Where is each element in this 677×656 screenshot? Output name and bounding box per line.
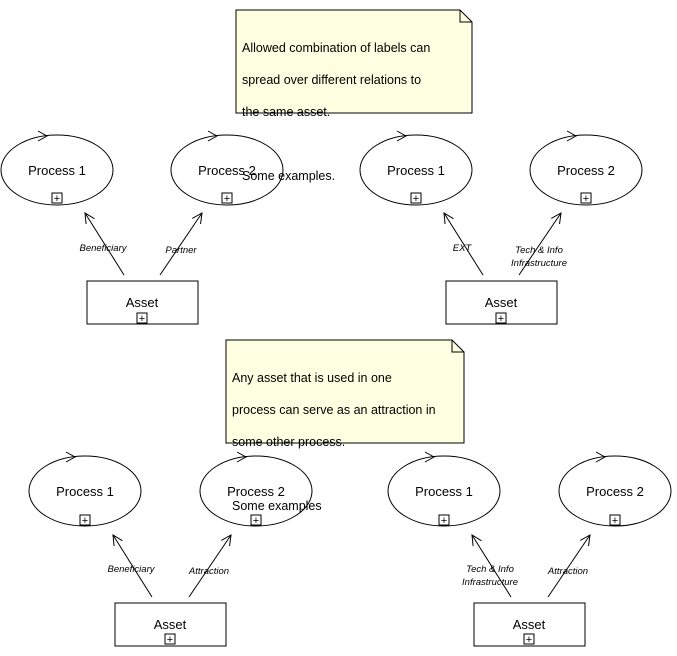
process-label: Process 2	[198, 163, 256, 178]
relation-label-line: Tech & Info	[515, 245, 563, 256]
expand-symbol: +	[612, 515, 618, 527]
relation-arrow[interactable]	[472, 535, 512, 598]
note-line: the same asset.	[242, 105, 331, 119]
note-1	[235, 9, 473, 114]
note-line: some other process.	[232, 435, 346, 449]
process-node[interactable]: Process 2 +	[529, 130, 643, 206]
expand-icon[interactable]	[580, 192, 592, 204]
expand-icon[interactable]	[609, 514, 621, 526]
expand-symbol: +	[54, 193, 60, 205]
note-line: process can serve as an attraction in	[232, 403, 436, 417]
relation-label: Attraction	[547, 566, 588, 577]
relation-label-line: Tech & Info	[466, 564, 514, 575]
expand-icon[interactable]	[221, 192, 233, 204]
expand-icon[interactable]	[438, 514, 450, 526]
process-label: Process 2	[557, 163, 615, 178]
process-node[interactable]: Process 2 +	[170, 130, 284, 206]
relation-label: EXT	[453, 243, 473, 254]
note-2	[225, 339, 465, 444]
process-label: Process 1	[387, 163, 445, 178]
expand-symbol: +	[167, 634, 173, 646]
example-group-1: Process 1 + Process 2 + Asset + Benefici…	[0, 130, 284, 325]
note-line: Some examples	[232, 499, 322, 513]
relation-arrow[interactable]	[444, 213, 484, 276]
relation-arrow[interactable]	[188, 535, 231, 598]
expand-symbol: +	[526, 634, 532, 646]
asset-node[interactable]: Asset +	[445, 280, 558, 325]
expand-symbol: +	[441, 515, 447, 527]
process-label: Process 2	[586, 484, 644, 499]
expand-icon[interactable]	[523, 633, 535, 645]
asset-node[interactable]: Asset +	[473, 602, 586, 647]
relation-arrow[interactable]	[518, 213, 561, 276]
note-line	[242, 136, 430, 152]
expand-symbol: +	[224, 193, 230, 205]
relation-label-line: Infrastructure	[462, 577, 518, 588]
relation-label: Partner	[165, 245, 197, 256]
expand-icon[interactable]	[136, 312, 148, 324]
note-line: Allowed combination of labels can	[242, 41, 431, 55]
asset-label: Asset	[154, 617, 187, 632]
relation-arrow[interactable]	[85, 213, 125, 276]
relation-arrow[interactable]	[547, 535, 590, 598]
expand-icon[interactable]	[51, 192, 63, 204]
example-group-3: Process 1 + Process 2 + Asset + Benefici…	[28, 451, 313, 647]
asset-label: Asset	[513, 617, 546, 632]
process-node[interactable]: Process 1 +	[359, 130, 473, 206]
relation-label: Beneficiary	[80, 243, 128, 254]
process-node[interactable]: Process 1 +	[0, 130, 114, 206]
note-2-text: Any asset that is used in one process ca…	[232, 354, 436, 530]
expand-symbol: +	[253, 515, 259, 527]
asset-node[interactable]: Asset +	[114, 602, 227, 647]
process-label: Process 1	[28, 163, 86, 178]
asset-node[interactable]: Asset +	[86, 280, 199, 325]
asset-label: Asset	[126, 295, 159, 310]
expand-symbol: +	[498, 313, 504, 325]
note-line	[232, 466, 436, 482]
process-node[interactable]: Process 2 +	[199, 451, 313, 527]
process-label: Process 1	[56, 484, 114, 499]
expand-symbol: +	[82, 515, 88, 527]
expand-icon[interactable]	[79, 514, 91, 526]
note-line: spread over different relations to	[242, 73, 422, 87]
relation-label-line: Infrastructure	[511, 258, 567, 269]
process-label: Process 1	[415, 484, 473, 499]
expand-symbol: +	[139, 313, 145, 325]
expand-symbol: +	[413, 193, 419, 205]
process-node[interactable]: Process 1 +	[387, 451, 501, 527]
relation-arrow[interactable]	[113, 535, 153, 598]
process-node[interactable]: Process 1 +	[28, 451, 142, 527]
relation-label: Beneficiary	[108, 564, 156, 575]
process-node[interactable]: Process 2 +	[558, 451, 672, 527]
process-label: Process 2	[227, 484, 285, 499]
note-line: Some examples.	[242, 169, 336, 183]
asset-label: Asset	[485, 295, 518, 310]
note-line: Any asset that is used in one	[232, 371, 392, 385]
expand-icon[interactable]	[164, 633, 176, 645]
note-1-text: Allowed combination of labels can spread…	[242, 24, 430, 200]
expand-icon[interactable]	[495, 312, 507, 324]
example-group-2: Process 1 + Process 2 + Asset + EXT Tech…	[359, 130, 643, 325]
expand-symbol: +	[583, 193, 589, 205]
relation-arrow[interactable]	[159, 213, 202, 276]
expand-icon[interactable]	[410, 192, 422, 204]
expand-icon[interactable]	[250, 514, 262, 526]
relation-label: Attraction	[188, 566, 229, 577]
example-group-4: Process 1 + Process 2 + Asset + Tech & I…	[387, 451, 672, 647]
